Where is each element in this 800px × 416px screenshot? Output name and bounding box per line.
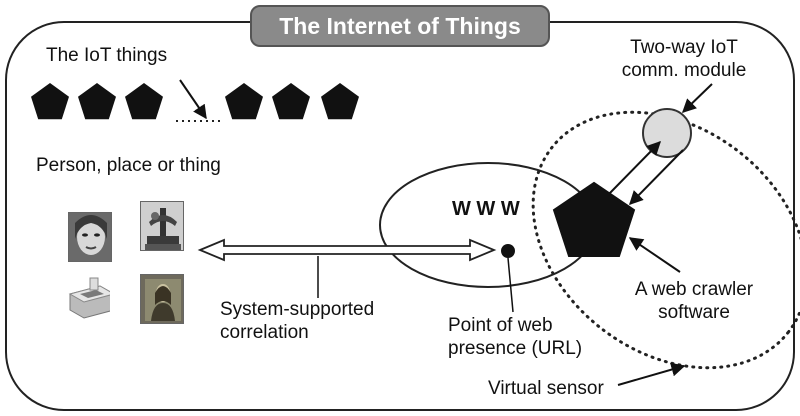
correlation-label: System-supported correlation [220,298,406,344]
url-point-label-line2: presence (URL) [448,338,583,359]
fountain-photo [140,201,184,251]
scanner-photo [66,274,110,324]
comm-module-label-line1: Two-way IoT [630,37,738,58]
iot-thing-pentagon [31,83,69,120]
page-title: The Internet of Things [279,12,521,39]
url-point [501,244,515,258]
url-point-label: Point of web presence (URL) [448,314,582,360]
face-photo [68,212,112,262]
crawler-label-line1: A web crawler [634,279,754,300]
iot-thing-pentagon [321,83,359,120]
virtual-sensor-arrow [617,362,686,386]
comm-module-label-line2: comm. module [621,60,747,81]
iot-things-row [31,83,359,120]
iot-thing-pentagon [225,83,263,120]
comm-module-label: Two-way IoT comm. module [610,36,758,82]
correlation-label-line1: System-supported [220,299,375,320]
virtual-sensor-ellipse [531,110,800,370]
module-to-crawler-arrow [629,149,684,205]
title-banner: The Internet of Things [250,5,550,47]
virtual-sensor-label: Virtual sensor [488,378,604,399]
iot-thing-pentagon [272,83,310,120]
person-place-thing-label: Person, place or thing [36,155,221,176]
iot-thing-pentagon [78,83,116,120]
iot-things-label: The IoT things [46,45,168,66]
iot-things-arrow [179,79,207,120]
painting-photo [140,274,184,324]
comm-module-circle [642,108,692,158]
url-point-leader [507,257,514,313]
url-point-label-line1: Point of web [448,315,553,336]
correlation-label-line2: correlation [220,322,309,343]
crawler-to-module-arrow [607,141,661,196]
iot-thing-pentagon [125,83,163,120]
correlation-double-arrow [197,238,497,262]
web-crawler-pentagon [552,181,636,257]
comm-module-label-arrow [681,83,713,113]
crawler-label-line2: software [658,302,730,323]
crawler-label-arrow [628,237,681,273]
crawler-label: A web crawler software [626,278,762,324]
www-label: W W W [452,198,520,220]
